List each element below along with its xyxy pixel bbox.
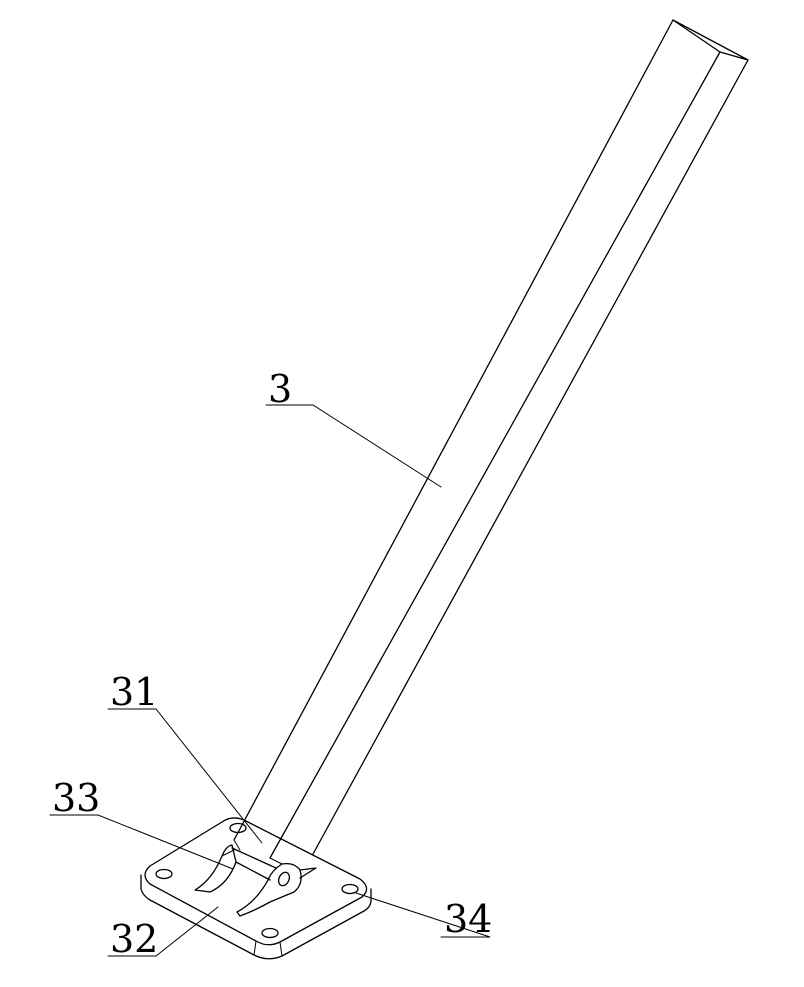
label-32: 32 [110,917,158,961]
label-34: 34 [444,897,492,941]
callout-34: 34 [355,892,492,941]
mount-hole-bottom [261,927,279,939]
mount-hole-right [341,883,359,895]
callout-33: 33 [49,776,234,870]
label-31: 31 [110,670,158,714]
label-3: 3 [268,367,292,411]
pole [233,19,749,859]
hinge-assembly [194,839,317,917]
callout-3: 3 [265,367,442,488]
pivot-hole [277,871,291,887]
base-plate [140,817,372,960]
callout-31: 31 [107,670,263,844]
mount-hole-top [229,822,247,834]
callout-32: 32 [107,906,219,961]
label-33: 33 [52,776,100,820]
mount-hole-left [155,868,173,880]
